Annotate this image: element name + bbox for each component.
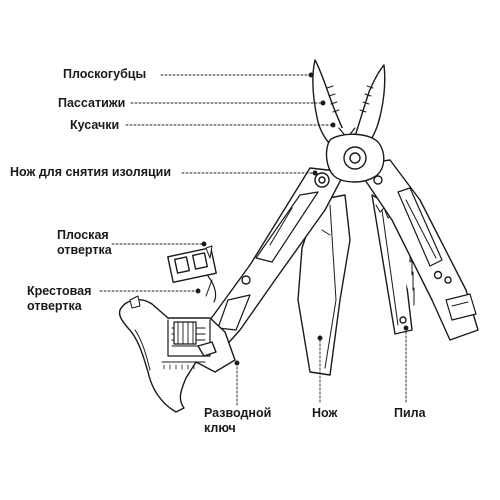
label-wrench: Разводной ключ bbox=[204, 406, 271, 436]
label-pliers-nose: Плоскогубцы bbox=[63, 67, 147, 81]
label-phillips-line1: Крестовая bbox=[27, 284, 92, 298]
screwdriver-bits bbox=[167, 245, 217, 303]
pivot-hub bbox=[325, 133, 385, 185]
left-handle bbox=[194, 167, 346, 359]
label-wrench-line1: Разводной bbox=[204, 406, 272, 420]
label-knife: Нож bbox=[312, 406, 338, 420]
label-phillips-line2: отвертка bbox=[27, 299, 82, 313]
label-pliers: Пассатижи bbox=[58, 96, 126, 110]
label-flat-screwdriver-line1: Плоская bbox=[57, 228, 109, 242]
label-wire-stripper: Нож для снятия изоляции bbox=[10, 165, 172, 179]
label-flat-screwdriver-line2: отвертка bbox=[57, 243, 112, 257]
leader-lines bbox=[99, 72, 409, 406]
label-cutters: Кусачки bbox=[70, 118, 120, 132]
wrench bbox=[118, 295, 236, 413]
label-saw: Пила bbox=[394, 406, 426, 420]
label-flat-screwdriver: Плоская отвертка bbox=[57, 228, 112, 258]
knife-blade bbox=[297, 194, 351, 376]
label-phillips-screwdriver: Крестовая отвертка bbox=[27, 284, 91, 314]
pliers-jaws bbox=[312, 59, 386, 153]
label-wrench-line2: ключ bbox=[204, 421, 236, 435]
right-handle bbox=[354, 159, 479, 341]
